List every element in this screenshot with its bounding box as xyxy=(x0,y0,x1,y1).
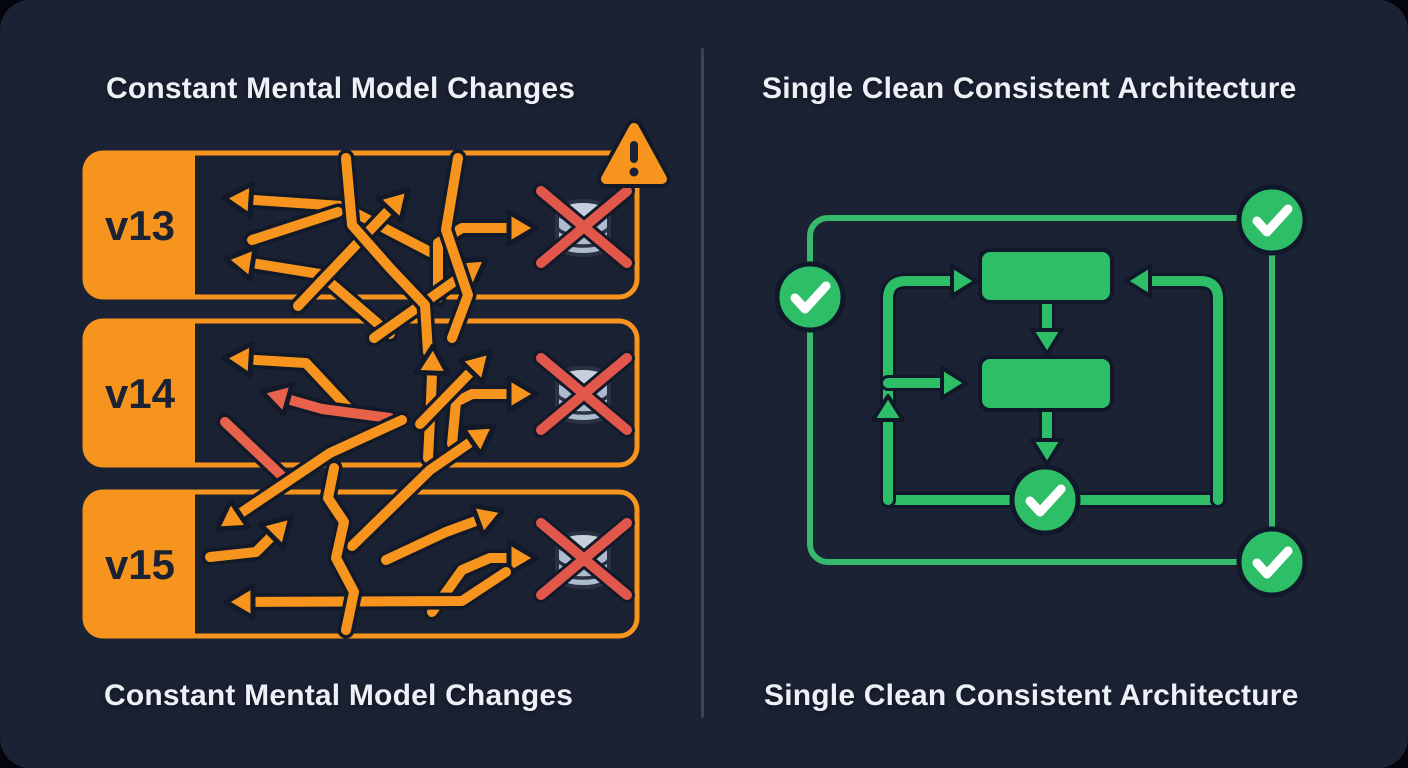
panel-divider xyxy=(701,48,704,718)
outer-loop xyxy=(807,215,1275,565)
red-x-icon xyxy=(536,186,632,268)
arrowhead-icon xyxy=(214,498,251,532)
chaos-diagram: v13 v14 v15 xyxy=(82,119,671,639)
arrowhead-icon xyxy=(950,264,978,298)
arrowhead-icon xyxy=(871,394,905,422)
check-circle-icon xyxy=(774,261,846,333)
arrowhead-icon xyxy=(1124,264,1152,298)
version-row-v15: v15 xyxy=(82,489,640,639)
tangled-arrows xyxy=(201,149,539,639)
warning-triangle-icon xyxy=(597,119,671,188)
arrowhead-icon xyxy=(223,244,258,282)
version-label: v13 xyxy=(105,202,175,249)
flow-step-box xyxy=(978,248,1114,304)
arrowhead-icon xyxy=(223,583,256,621)
right-panel-title: Single Clean Consistent Architecture xyxy=(762,72,1297,105)
arrowhead-icon xyxy=(413,343,451,377)
arrowhead-icon xyxy=(259,381,295,418)
version-label: v14 xyxy=(105,370,176,417)
red-x-icon xyxy=(536,353,632,435)
version-label: v15 xyxy=(105,541,175,588)
arrowhead-icon xyxy=(506,375,539,413)
arrowhead-icon xyxy=(460,423,497,457)
database-error-icon xyxy=(533,350,635,438)
arrowhead-icon xyxy=(506,209,539,247)
arrowhead-icon xyxy=(506,539,539,577)
left-panel-title: Constant Mental Model Changes xyxy=(106,72,576,105)
flow-step-box xyxy=(978,355,1114,412)
arrowhead-icon xyxy=(1030,438,1064,466)
right-panel-caption: Single Clean Consistent Architecture xyxy=(764,679,1299,712)
left-panel-caption: Constant Mental Model Changes xyxy=(104,679,574,712)
arrowhead-icon xyxy=(1030,328,1064,356)
red-x-icon xyxy=(536,518,632,600)
arrowhead-icon xyxy=(221,181,255,219)
check-circle-icon xyxy=(1009,464,1081,536)
check-circle-icon xyxy=(1236,184,1308,256)
check-circle-icon xyxy=(1236,526,1308,598)
arrowhead-icon xyxy=(940,366,968,400)
database-error-icon xyxy=(533,515,635,603)
arrowhead-icon xyxy=(221,341,255,379)
arrowhead-icon xyxy=(258,514,294,550)
arrowhead-icon xyxy=(457,349,493,386)
database-error-icon xyxy=(533,183,635,271)
arrowhead-icon xyxy=(469,502,506,538)
arrowhead-icon xyxy=(375,187,411,224)
clean-architecture-diagram xyxy=(774,184,1308,598)
